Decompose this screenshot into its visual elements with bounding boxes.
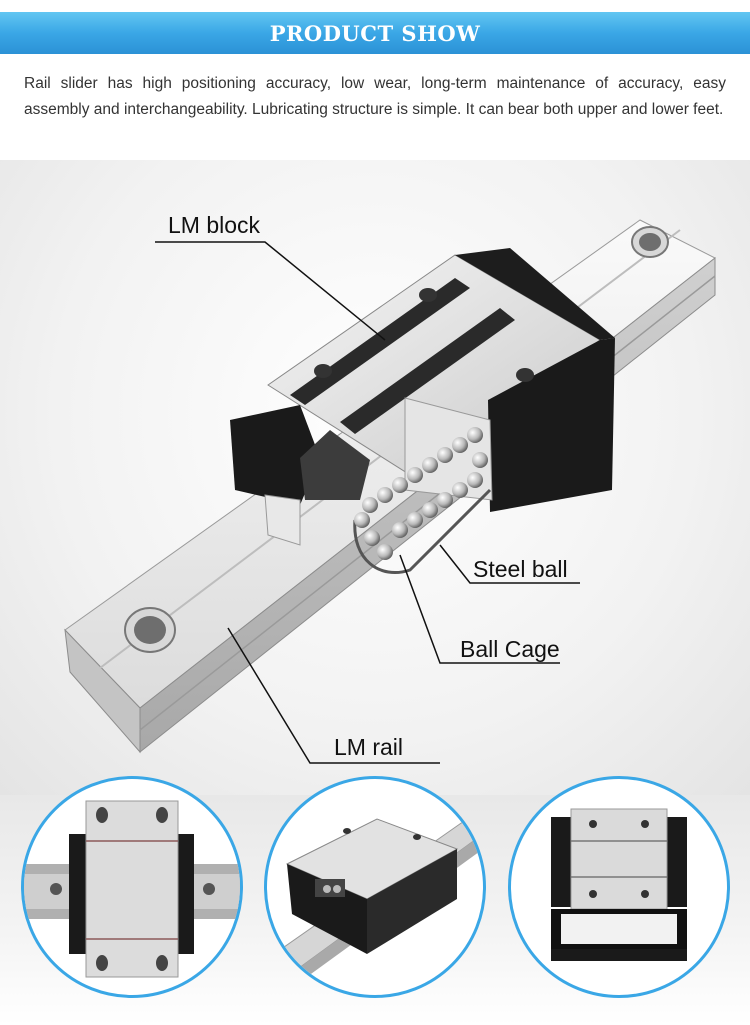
callout-ball-cage: Ball Cage [460,636,560,662]
callout-steel-ball: Steel ball [473,556,568,582]
banner-title: PRODUCT SHOW [269,20,481,46]
product-diagram: LM block Steel ball Ball Cage LM rail [0,160,750,795]
callout-lines [155,241,580,764]
product-description: Rail slider has high positioning accurac… [24,75,726,118]
section-banner: PRODUCT SHOW [0,12,750,54]
callout-lm-rail: LM rail [334,734,404,760]
callout-lm-block: LM block [168,212,261,238]
detail-photo-end-view [508,776,730,998]
ball-cage-shape [353,427,492,575]
detail-photo-top-view [21,776,243,998]
detail-photo-angled-view [264,776,486,998]
linear-guide-illustration [64,219,716,764]
